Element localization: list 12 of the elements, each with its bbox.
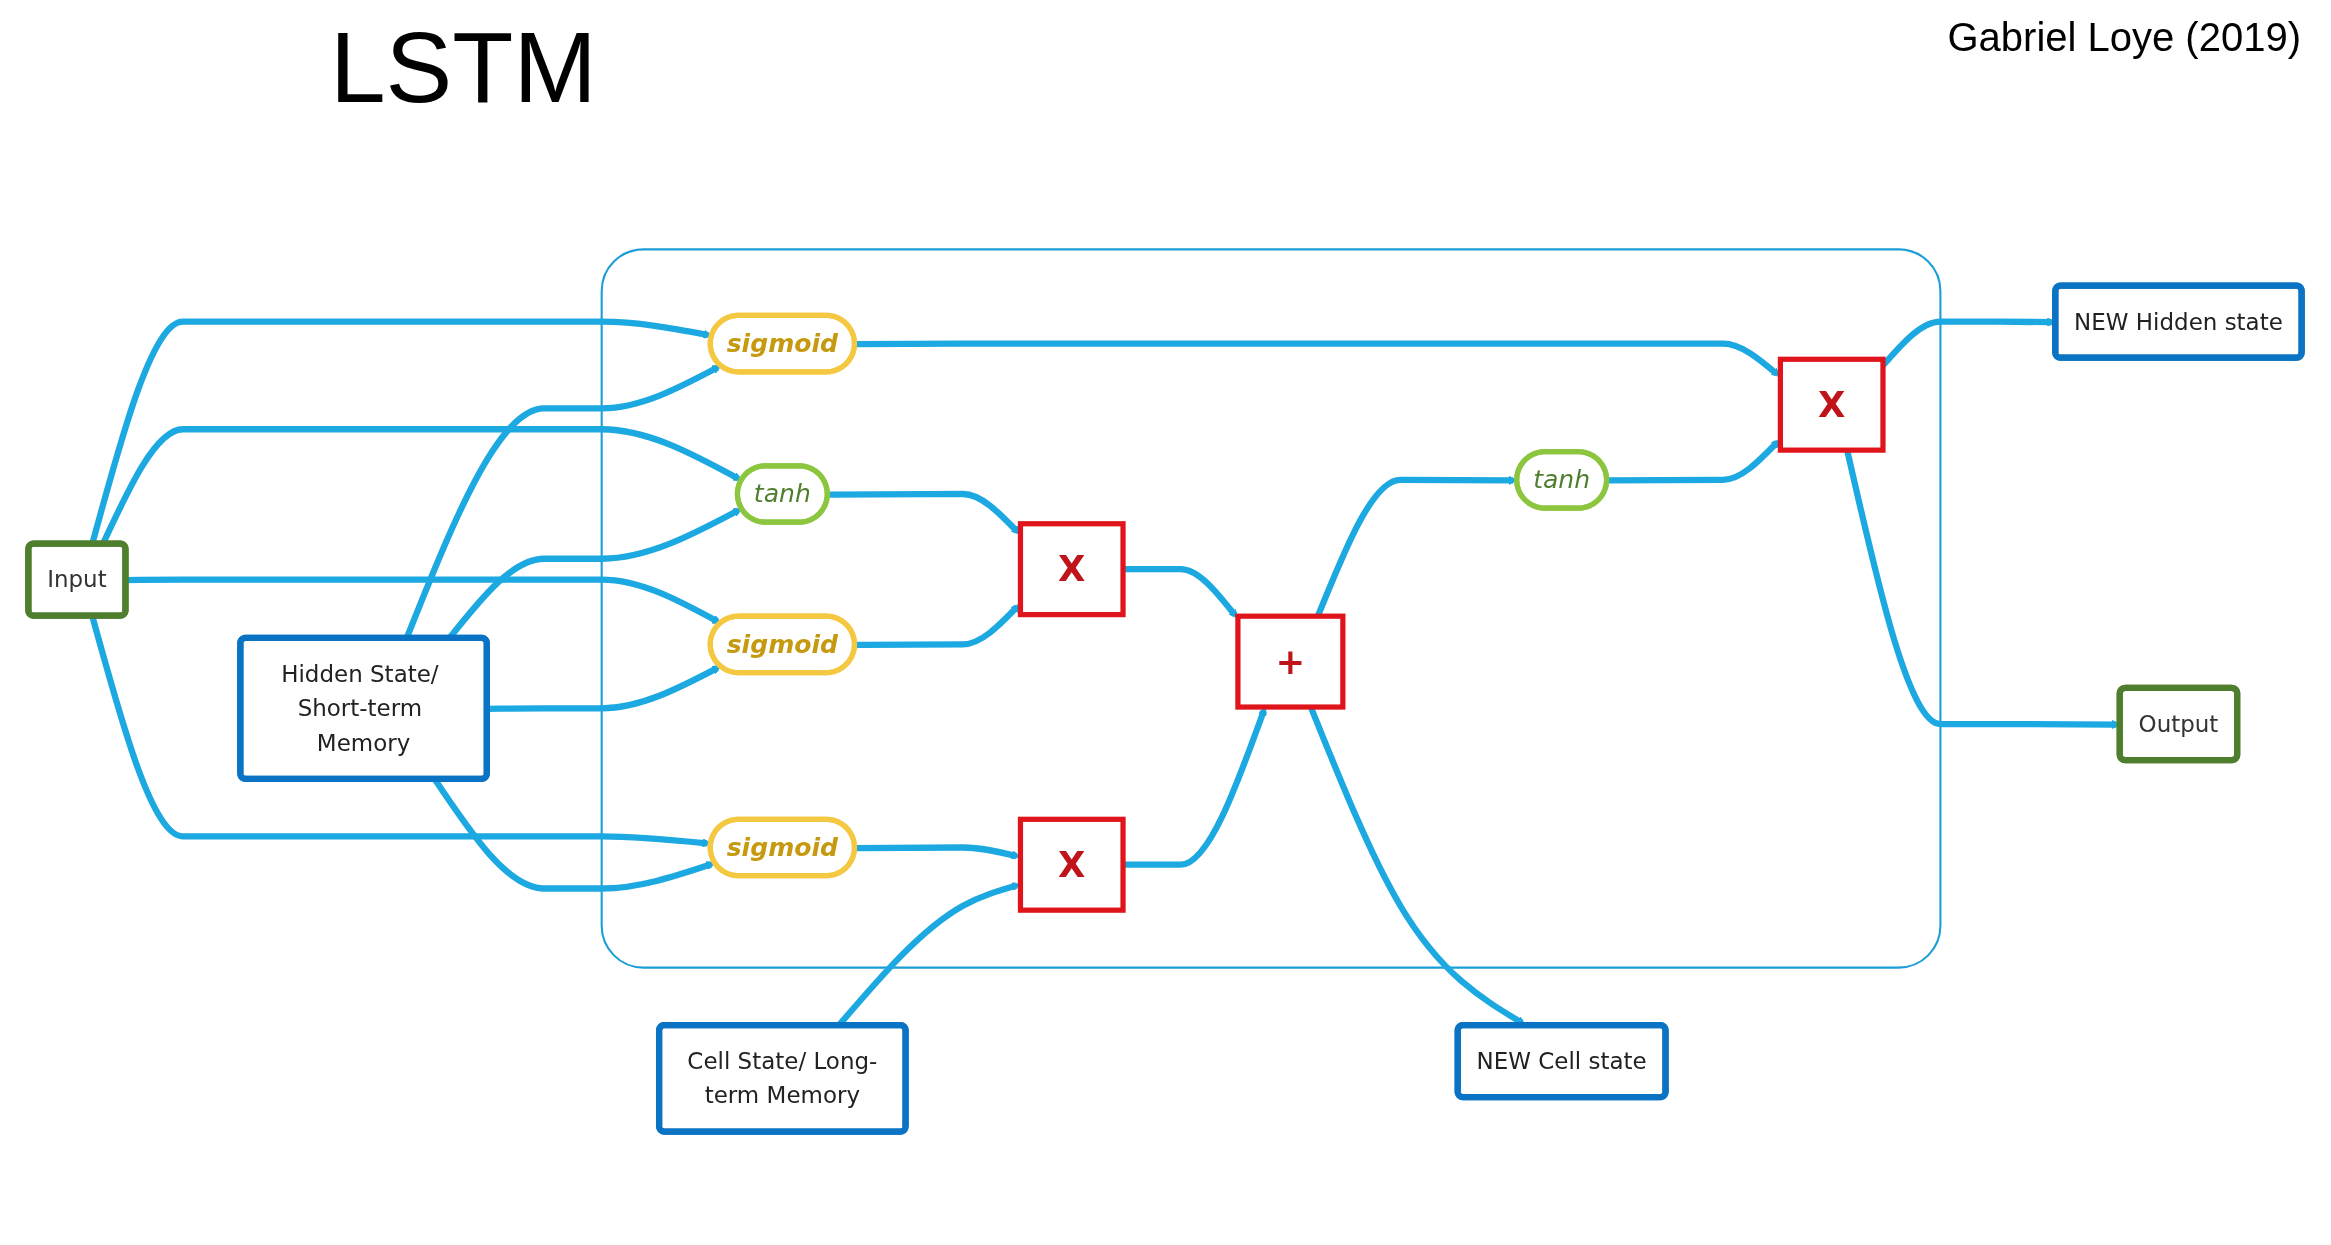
arrow xyxy=(854,843,1021,859)
arrow xyxy=(854,603,1021,648)
arrow xyxy=(1123,565,1238,618)
arrow xyxy=(827,490,1021,535)
cluster xyxy=(600,247,1942,969)
node-box: X xyxy=(1777,356,1886,453)
node-box: + xyxy=(1235,613,1346,710)
diagram-title: LSTM xyxy=(330,10,597,125)
credit-note: Gabriel Loye (2019) xyxy=(1947,15,2301,60)
node-box: X xyxy=(1017,816,1126,913)
node-box: X xyxy=(1017,520,1126,617)
arrow xyxy=(1607,438,1781,484)
